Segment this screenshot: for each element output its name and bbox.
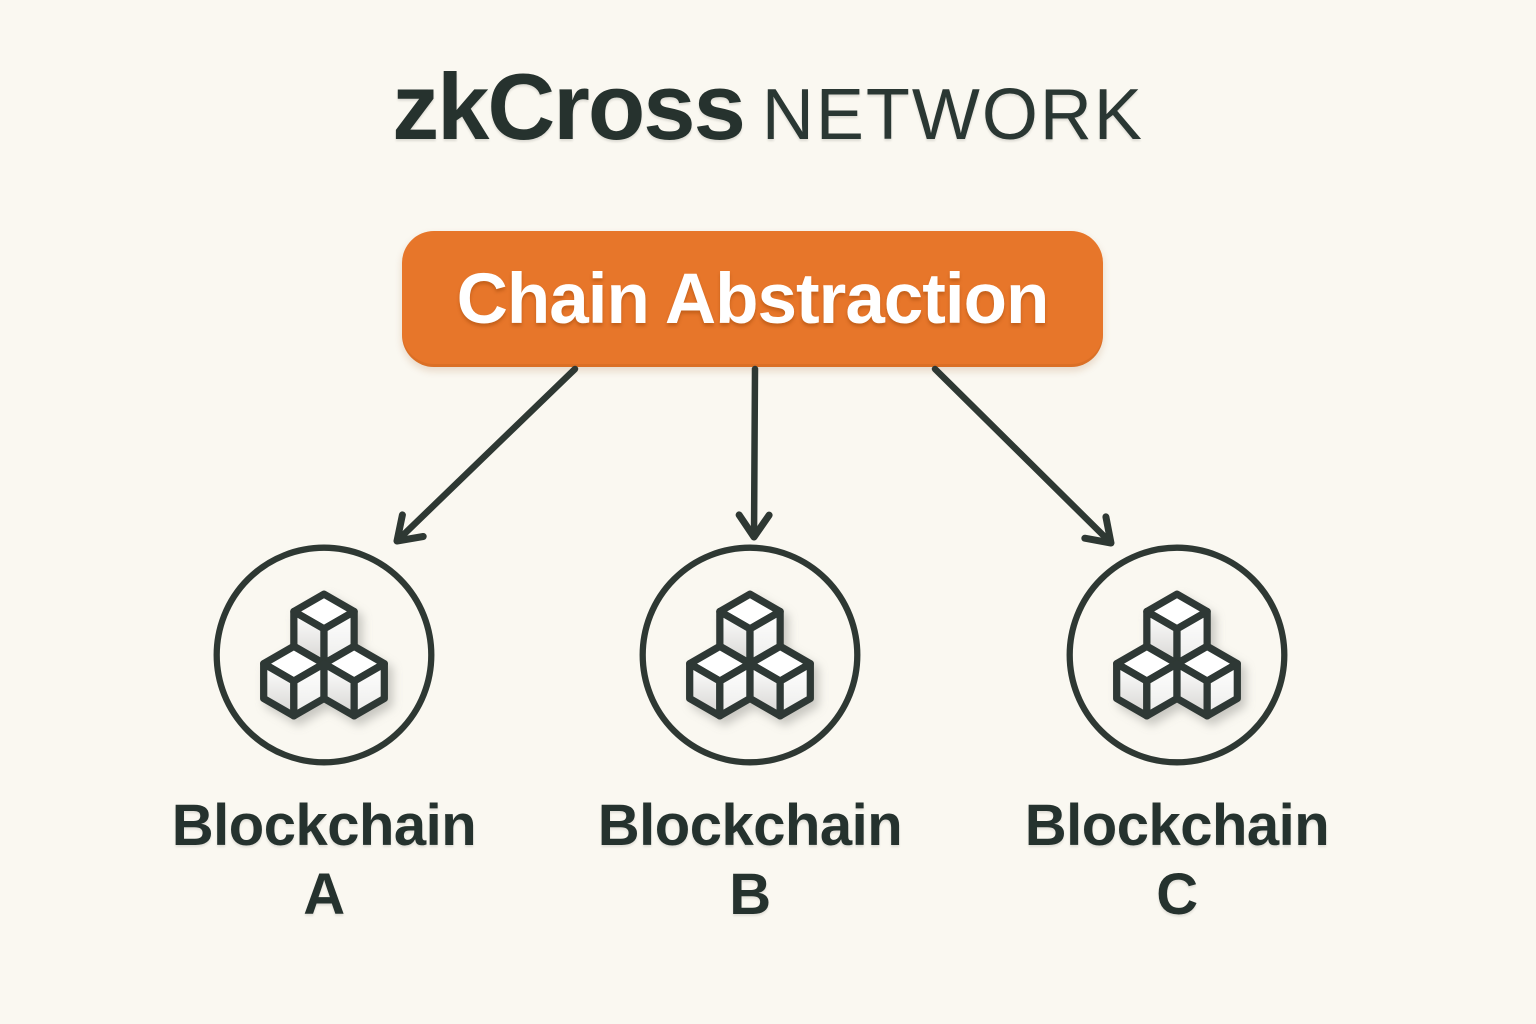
blockchain-a-label-line1: Blockchain [171,793,477,858]
brand-suffix: NETWORK [761,75,1144,155]
blockchain-node-a: Blockchain A [94,539,554,929]
chain-abstraction-label: Chain Abstraction [456,259,1050,339]
arrow-chain-to-blockchain-a [393,365,579,545]
cubes-icon [1066,544,1288,766]
blockchain-c-label: Blockchain C [1024,791,1330,929]
blockchain-c-label-line2: C [1156,862,1198,927]
arrow-chain-to-blockchain-c [931,365,1115,547]
blockchain-b-label-line2: B [729,862,771,927]
blockchain-node-c: Blockchain C [947,539,1407,929]
arrow-chain-to-blockchain-b [735,365,773,541]
blockchain-b-label-line1: Blockchain [597,793,903,858]
chain-abstraction-box: Chain Abstraction [402,231,1103,367]
blockchain-b-label: Blockchain B [597,791,903,929]
blockchain-a-label: Blockchain A [171,791,477,929]
blockchain-c-label-line1: Blockchain [1024,793,1330,858]
brand-name: zkCross [392,54,746,159]
cubes-icon [213,544,435,766]
blockchain-a-label-line2: A [303,862,345,927]
cubes-icon [639,544,861,766]
blockchain-node-b: Blockchain B [520,539,980,929]
